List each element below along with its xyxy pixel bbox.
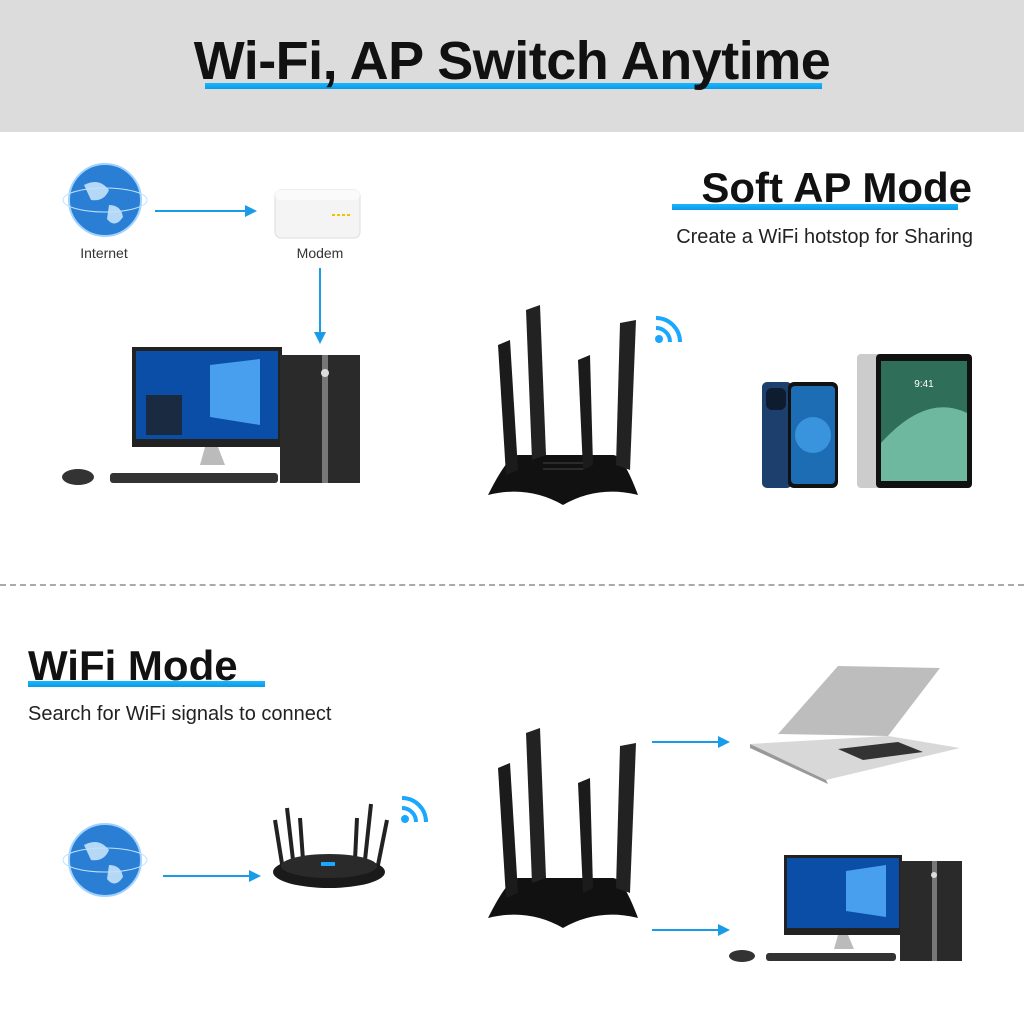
soft-ap-underline (672, 204, 958, 210)
section-divider (0, 584, 1024, 586)
wifi-adapter-icon (488, 305, 638, 505)
arrow-icon (652, 736, 730, 748)
arrow-icon (155, 205, 257, 217)
soft-ap-subtitle: Create a WiFi hotstop for Sharing (676, 226, 973, 248)
modem-icon (274, 189, 361, 239)
smartphone-icon (762, 382, 838, 488)
router-icon (273, 803, 389, 888)
globe-icon (62, 823, 148, 897)
desktop-pc-icon (62, 347, 360, 485)
globe-icon (62, 163, 148, 237)
wifi-mode-heading: WiFi Mode (28, 642, 238, 689)
internet-label: Internet (80, 245, 128, 261)
svg-text:9:41: 9:41 (914, 379, 934, 390)
wifi-mode-subtitle: Search for WiFi signals to connect (28, 703, 332, 725)
wifi-mode-underline (28, 681, 265, 687)
arrow-icon (652, 924, 730, 936)
tablet-icon: 9:41 (857, 354, 972, 488)
laptop-icon (750, 666, 960, 784)
wifi-signal-icon (401, 796, 428, 823)
soft-ap-heading: Soft AP Mode (701, 164, 972, 211)
arrow-icon (314, 268, 326, 344)
header-band (0, 0, 1024, 132)
modem-label: Modem (296, 245, 344, 261)
desktop-pc-icon (729, 855, 962, 962)
wifi-adapter-icon (488, 728, 638, 928)
arrow-icon (163, 870, 261, 882)
wifi-signal-icon (655, 316, 682, 343)
page-title: Wi-Fi, AP Switch Anytime (193, 31, 831, 91)
title-underline (205, 83, 822, 89)
